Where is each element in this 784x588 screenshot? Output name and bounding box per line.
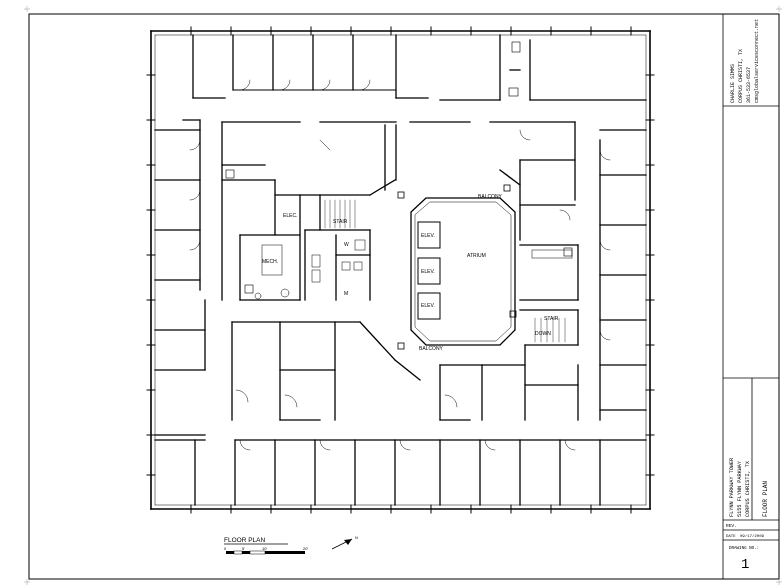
window-mullions	[146, 26, 655, 514]
west-offices	[154, 119, 206, 436]
designer-city: CORPUS CHRISTI, TX	[738, 49, 744, 103]
scale-20: 20'	[303, 546, 308, 551]
atrium	[410, 197, 516, 346]
scale-5: 5'	[242, 546, 245, 551]
north-offices	[192, 34, 647, 101]
north-arrow-icon: N	[331, 535, 358, 550]
rev-label: REV.	[726, 523, 737, 529]
title-block	[722, 14, 779, 579]
label-elev-3: ELEV.	[421, 303, 435, 309]
label-w: W	[344, 242, 349, 248]
project-line2: 5155 FLYNN PARKWAY	[737, 460, 743, 517]
label-elev-1: ELEV.	[421, 233, 435, 239]
designer-email: cmsglobalservicesconnect.net	[754, 19, 760, 103]
scale-0: 0	[224, 546, 227, 551]
floor-plan	[146, 26, 655, 514]
label-stair-right: STAIR	[544, 316, 559, 322]
date-label: DATE	[726, 535, 736, 539]
core-right	[409, 121, 579, 421]
label-elec: ELEC.	[283, 213, 297, 219]
designer-name: CHARLIE SIMMS	[730, 64, 736, 103]
project-line1: FLYNN PARKWAY TOWER	[729, 458, 735, 517]
core-rooms	[221, 121, 397, 301]
room-labels: ELEC. STAIR MECH. W M BALCONY ELEV. ELEV…	[262, 194, 559, 352]
project-info: FLYNN PARKWAY TOWER 5155 FLYNN PARKWAY C…	[729, 458, 769, 517]
sheet-title: FLOOR PLAN	[762, 481, 769, 517]
column-markers	[397, 184, 517, 350]
drawing-no: 1	[741, 557, 749, 573]
label-stair-left: STAIR	[333, 219, 348, 225]
plan-caption: FLOOR PLAN	[224, 537, 288, 545]
floor-plan-caption: FLOOR PLAN	[224, 537, 265, 544]
east-offices	[599, 129, 647, 421]
north-label: N	[355, 535, 358, 540]
label-balcony-top: BALCONY	[478, 194, 503, 200]
designer-phone: 361-533-6537	[746, 67, 752, 103]
label-atrium: ATRIUM	[467, 253, 486, 259]
drawing-no-label: DRAWING NO.:	[729, 547, 759, 551]
sheet-border	[28, 13, 780, 580]
label-down: DOWN	[535, 331, 551, 337]
scale-bar: 0 5' 10' 20'	[224, 546, 308, 555]
exterior-wall	[150, 30, 651, 510]
label-m: M	[344, 291, 348, 297]
project-line3: CORPUS CHRISTI, TX	[745, 460, 751, 517]
label-balcony-bottom: BALCONY	[419, 346, 444, 352]
designer-info: CHARLIE SIMMS CORPUS CHRISTI, TX 361-533…	[730, 19, 760, 103]
scale-10: 10'	[262, 546, 267, 551]
corner-marks	[24, 6, 782, 585]
core-lower	[231, 321, 526, 421]
label-mech: MECH.	[262, 259, 278, 265]
south-offices	[154, 439, 647, 506]
label-elev-2: ELEV.	[421, 269, 435, 275]
date-value: 09/17/2009	[740, 534, 765, 539]
